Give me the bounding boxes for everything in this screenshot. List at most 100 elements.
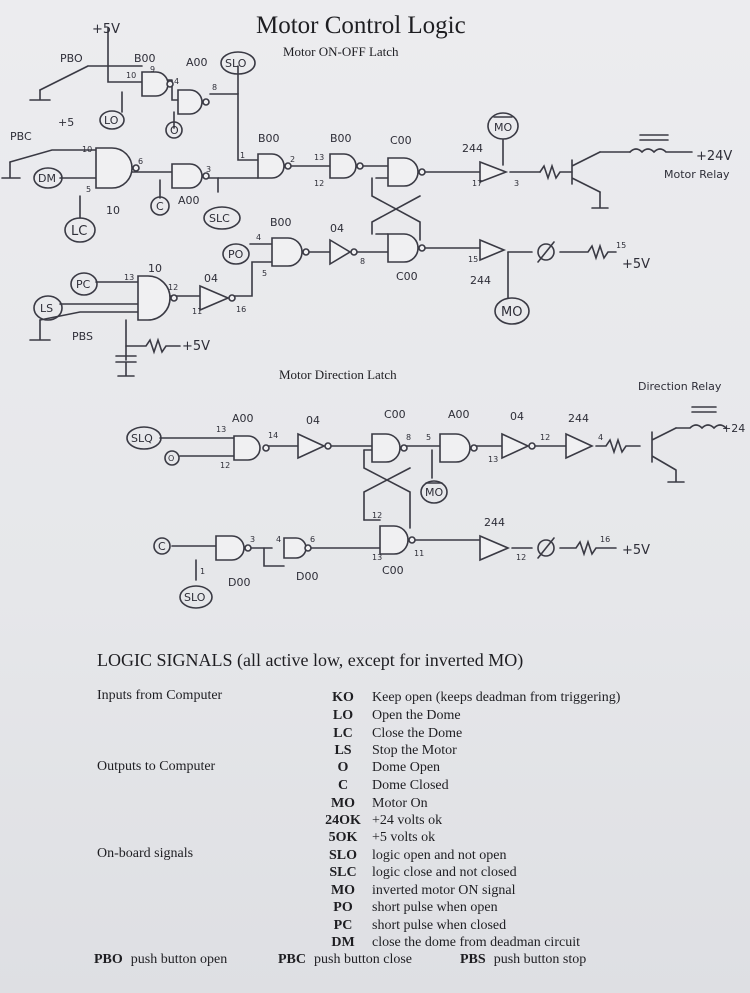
pbs-label: PBS (72, 330, 93, 343)
node-pc: PC (76, 278, 91, 291)
svg-text:13: 13 (216, 425, 226, 434)
svg-text:5: 5 (86, 185, 91, 194)
signal-code: LS (334, 743, 352, 758)
svg-text:8: 8 (406, 433, 411, 442)
node-lo: LO (104, 114, 119, 127)
plus5v-mo: +5V (622, 257, 650, 272)
legend-title: LOGIC SIGNALS (all active low, except fo… (97, 650, 524, 670)
svg-text:3: 3 (250, 535, 255, 544)
chip-c00-b: C00 (396, 270, 418, 283)
signal-code: O (337, 760, 349, 775)
signal-code: PO (333, 900, 353, 915)
signal-code: LO (332, 708, 354, 723)
signal-desc: short pulse when open (372, 900, 498, 915)
dir-chip-c00b: C00 (382, 564, 404, 577)
node-lc: LC (71, 224, 87, 239)
group-outputs: Outputs to Computer (97, 759, 216, 774)
dir-chip-04b: 04 (510, 410, 524, 423)
chip-labels: B00 A00 B00 B00 C00 A00 B00 04 C00 04 24… (106, 52, 589, 589)
svg-text:8: 8 (212, 83, 217, 92)
svg-text:4: 4 (598, 433, 603, 442)
motor-on-off-latch-heading: Motor ON-OFF Latch (283, 44, 399, 59)
svg-text:8: 8 (360, 257, 365, 266)
plus5-left: +5 (58, 116, 74, 129)
plus5v-pbs: +5V (182, 339, 210, 354)
signal-desc: short pulse when closed (372, 918, 507, 933)
svg-text:15: 15 (468, 255, 478, 264)
chip-b00-mid2: B00 (330, 132, 352, 145)
svg-text:13: 13 (372, 553, 382, 562)
node-mo-bar: MO (494, 121, 512, 134)
signal-desc: +24 volts ok (372, 813, 443, 828)
motor-relay-label: Motor Relay (664, 168, 730, 181)
dir-chip-244: 244 (568, 412, 589, 425)
group-onboard: On-board signals (97, 846, 194, 861)
node-slo-top: SLO (225, 57, 247, 70)
dir-chip-a00: A00 (232, 412, 254, 425)
chip-04: 04 (330, 222, 344, 235)
svg-text:17: 17 (472, 179, 482, 188)
node-slc: SLC (209, 212, 230, 225)
svg-text:12: 12 (314, 179, 324, 188)
signal-code: MO (330, 796, 356, 811)
dir-chip-a00b: A00 (448, 408, 470, 421)
dir-chip-d00: D00 (228, 576, 250, 589)
chip-b00-c: B00 (270, 216, 292, 229)
chip-10-b: 10 (148, 262, 162, 275)
node-o-top: O (170, 124, 179, 137)
svg-text:6: 6 (310, 535, 315, 544)
svg-text:11: 11 (414, 549, 424, 558)
pbc-label: PBC (10, 130, 32, 143)
signal-code: SLO (328, 848, 357, 863)
dir-chip-d00b: D00 (296, 570, 318, 583)
signal-code: C (337, 778, 349, 793)
signal-code: LC (333, 726, 353, 741)
motor-direction-latch-heading: Motor Direction Latch (279, 367, 397, 382)
svg-text:11: 11 (192, 307, 202, 316)
svg-text:5: 5 (426, 433, 431, 442)
node-o-dir: O (168, 454, 174, 463)
plus24v-label: +24V (696, 149, 732, 164)
signal-desc: +5 volts ok (372, 830, 436, 845)
svg-text:4: 4 (174, 77, 179, 86)
svg-text:12: 12 (168, 283, 178, 292)
signal-desc: Dome Open (372, 760, 441, 775)
svg-text:4: 4 (256, 233, 261, 242)
svg-text:14: 14 (268, 431, 278, 440)
node-slo-dir: SLO (184, 591, 206, 604)
svg-text:3: 3 (206, 165, 211, 174)
chip-10: 10 (106, 204, 120, 217)
svg-text:1: 1 (200, 567, 205, 576)
signal-desc: inverted motor ON signal (372, 883, 516, 898)
svg-text:13: 13 (488, 455, 498, 464)
signal-code: 5OK (328, 830, 358, 845)
svg-text:13: 13 (124, 273, 134, 282)
svg-text:1: 1 (240, 151, 245, 160)
plus5v-top: +5V (92, 22, 120, 37)
chip-244: 244 (462, 142, 483, 155)
page-title: Motor Control Logic (256, 12, 466, 39)
signal-code: KO (332, 690, 354, 705)
pbo-label: PBO (60, 52, 83, 65)
gates (95, 71, 594, 562)
signal-desc: close the dome from deadman circuit (372, 935, 580, 950)
signal-code: PC (333, 918, 353, 933)
signal-code: DM (331, 935, 355, 950)
chip-a00-top: A00 (186, 56, 208, 69)
chip-b00-mid: B00 (258, 132, 280, 145)
dir-chip-244b: 244 (484, 516, 505, 529)
node-ls: LS (40, 302, 53, 315)
svg-text:9: 9 (150, 65, 155, 74)
signal-code: SLC (329, 865, 357, 880)
svg-text:15: 15 (616, 241, 626, 250)
svg-text:16: 16 (236, 305, 246, 314)
node-c-top: C (156, 200, 164, 213)
supply-labels: +5V PBO +5 PBC PBS +5V Motor Relay +24V … (10, 22, 745, 558)
svg-text:12: 12 (540, 433, 550, 442)
signal-desc: logic open and not open (372, 848, 507, 863)
svg-text:5: 5 (262, 269, 267, 278)
group-inputs: Inputs from Computer (97, 688, 223, 703)
signal-code: MO (330, 883, 356, 898)
